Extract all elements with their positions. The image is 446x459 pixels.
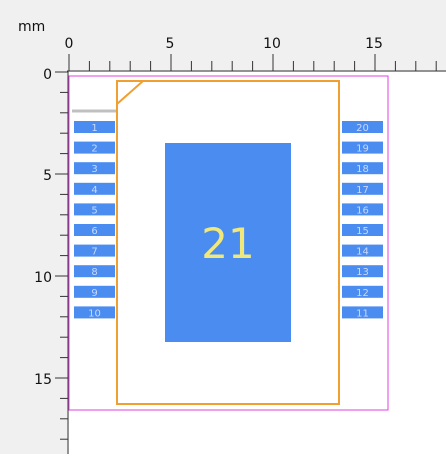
pad[interactable]: [342, 285, 383, 298]
pad[interactable]: [74, 203, 115, 216]
pad[interactable]: [74, 306, 115, 319]
units-label: mm: [18, 19, 45, 35]
left-ruler-ticks: [55, 71, 68, 440]
pad-label: 4: [91, 185, 97, 196]
pad-label: 18: [356, 164, 369, 175]
pad[interactable]: [342, 306, 383, 319]
pad-label: 13: [356, 267, 369, 278]
pad-label: 2: [91, 144, 97, 155]
pad-label: 11: [356, 308, 369, 319]
pad[interactable]: [342, 224, 383, 236]
pad-label: 6: [91, 226, 97, 237]
pad[interactable]: [74, 182, 115, 195]
x-tick-label-5: 5: [166, 36, 175, 52]
left-pad-column: 1 2 3 4 5 6 7 8 9 10: [74, 121, 115, 319]
pad-label: 8: [91, 267, 97, 278]
center-pad-label: 21: [201, 219, 254, 268]
pad[interactable]: [342, 141, 383, 154]
pad-label: 5: [91, 205, 97, 216]
pad[interactable]: [74, 265, 115, 278]
pad[interactable]: [342, 182, 383, 195]
right-pad-column: 20 19 18 17 16 15 14 13 12 11: [342, 121, 383, 319]
y-tick-label-5: 5: [43, 168, 52, 184]
pad[interactable]: [342, 203, 383, 216]
pad[interactable]: [74, 244, 115, 257]
pad-label: 3: [91, 164, 97, 175]
pad-label: 15: [356, 226, 369, 237]
pad-label: 1: [91, 123, 97, 134]
y-tick-label-15: 15: [34, 372, 52, 388]
pad[interactable]: [74, 285, 115, 298]
pad-label: 10: [88, 308, 101, 319]
pad-label: 7: [91, 247, 97, 258]
pad[interactable]: [342, 121, 383, 133]
x-tick-label-10: 10: [263, 36, 281, 52]
x-tick-label-15: 15: [365, 36, 383, 52]
pad[interactable]: [74, 224, 115, 236]
x-tick-label-0: 0: [65, 36, 74, 52]
body-outline: [116, 80, 340, 405]
y-tick-label-10: 10: [34, 270, 52, 286]
pad-label: 17: [356, 185, 369, 196]
pad[interactable]: [74, 121, 115, 133]
y-tick-label-0: 0: [43, 67, 52, 83]
courtyard-outline: [68, 75, 389, 411]
body-chamfer: [116, 80, 144, 105]
center-pad[interactable]: [165, 143, 291, 342]
top-ruler: [0, 0, 446, 72]
pad[interactable]: [342, 162, 383, 175]
pad[interactable]: [74, 141, 115, 154]
pad-label: 20: [356, 123, 369, 134]
pad[interactable]: [342, 244, 383, 257]
pad[interactable]: [74, 162, 115, 175]
pad-label: 9: [91, 288, 97, 299]
pad-label: 14: [356, 247, 369, 258]
pad-label: 12: [356, 288, 369, 299]
pad-label: 19: [356, 144, 369, 155]
pad[interactable]: [342, 265, 383, 278]
top-ruler-ticks: [68, 54, 437, 71]
pad-label: 16: [356, 205, 369, 216]
